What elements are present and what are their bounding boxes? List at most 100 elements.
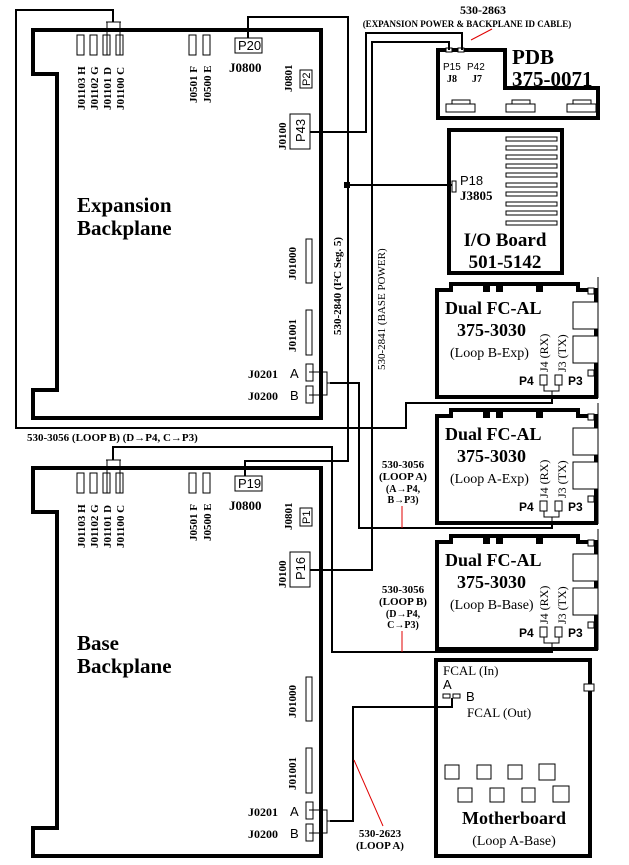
cable-loop-b-exp-label: 530-3056 (LOOP B) (D→P4, C→P3) xyxy=(27,432,198,444)
port-b-label: B xyxy=(466,689,475,704)
connector-e xyxy=(202,472,211,494)
fcal-loop: (Loop A-Exp) xyxy=(450,472,529,487)
port-connector xyxy=(572,301,599,330)
pdb-power-connector xyxy=(505,99,536,113)
fcal-loop: (Loop B-Base) xyxy=(450,598,534,613)
fcal-part: 375-3030 xyxy=(457,320,526,340)
backplane-title: Base xyxy=(77,631,119,655)
power-plug-label: P20 xyxy=(238,38,261,53)
port-a-label: A xyxy=(290,366,299,381)
p3-connector xyxy=(554,500,563,512)
motherboard: FCAL (In) A B FCAL (Out) Motherboard (Lo… xyxy=(434,658,595,858)
fcal-connectors: J01103 H J01102 G J01101 D J01100 C J050… xyxy=(76,34,214,110)
cable-loop-b-base-map: (D→P4, xyxy=(386,609,421,620)
connector-label: J0501 F xyxy=(188,66,200,103)
p18-connector xyxy=(451,180,457,193)
connector-label: J0500 E xyxy=(202,503,214,541)
fcal-outline xyxy=(435,408,598,525)
p4-label: P4 xyxy=(519,626,534,640)
backplane-outline xyxy=(31,28,323,420)
port-a-label: A xyxy=(290,804,299,819)
connector-label: J01100 C xyxy=(115,67,127,110)
id-plug xyxy=(299,69,313,89)
p18-label: P18 xyxy=(460,173,483,188)
connector-label: J01102 G xyxy=(89,504,101,548)
fcal-board-b-exp: Dual FC-AL 375-3030 (Loop B-Exp) J4 (RX)… xyxy=(435,277,599,399)
id-plug-label: P2 xyxy=(301,73,313,86)
j0100-label: J0100 xyxy=(277,560,289,588)
pdb-board: P15 P42 J8 J7 PDB 375-0071 xyxy=(436,45,600,120)
port-b-label: B xyxy=(290,388,299,403)
power-jack-label: J0800 xyxy=(229,60,262,75)
p4-connector xyxy=(539,626,548,638)
pdb-part: 375-0071 xyxy=(512,67,593,91)
cable-2623-part: 530-2623 xyxy=(359,828,402,840)
connector-label: J01100 C xyxy=(115,505,127,548)
motherboard-title: Motherboard xyxy=(462,808,566,828)
fcal-title: Dual FC-AL xyxy=(445,298,542,318)
p3-label: P3 xyxy=(568,374,583,388)
motherboard-components xyxy=(444,763,570,803)
port-connector xyxy=(572,553,599,582)
fcal-part: 375-3030 xyxy=(457,446,526,466)
base-backplane: Base Backplane J01103 H J01102 G J01101 … xyxy=(31,459,330,858)
j01000-label: J01000 xyxy=(287,685,299,719)
cable-loop-b-base-map: C→P3) xyxy=(387,620,419,631)
fcal-title: Dual FC-AL xyxy=(445,550,542,570)
fcal-loop: (Loop B-Exp) xyxy=(450,346,529,361)
j01000-label: J01000 xyxy=(287,247,299,281)
j01001-label: J01001 xyxy=(287,319,299,352)
j0100-label: J0100 xyxy=(277,122,289,150)
main-power-plug-label: P43 xyxy=(293,119,308,142)
motherboard-outline xyxy=(434,658,592,858)
port-connector xyxy=(572,335,599,364)
port-connector xyxy=(572,587,599,616)
fcal-board-a-exp: Dual FC-AL 375-3030 (Loop A-Exp) J4 (RX)… xyxy=(435,403,599,525)
fcal-a-connector xyxy=(442,693,451,699)
j01001-connector xyxy=(305,309,313,356)
fcal-outline xyxy=(435,534,598,651)
connector-label: J01103 H xyxy=(76,66,88,110)
pdb-title: PDB xyxy=(512,45,554,69)
j0801-label: J0801 xyxy=(283,503,295,531)
cable-2840-i2c xyxy=(244,16,349,476)
j0801-label: J0801 xyxy=(283,65,295,93)
a-b-bracket xyxy=(309,371,330,396)
p42-label: P42 xyxy=(467,62,485,73)
connector-g xyxy=(89,472,98,494)
cable-2841-label: 530-2841 (BASE POWER) xyxy=(376,248,388,370)
io-board-outline xyxy=(447,128,564,275)
id-plug-label: P1 xyxy=(301,511,313,524)
fcal-board-b-base: Dual FC-AL 375-3030 (Loop B-Base) J4 (RX… xyxy=(435,529,599,651)
j01000-connector xyxy=(305,676,313,722)
p4-label: P4 xyxy=(519,500,534,514)
cable-loop-a-exp-loop: (LOOP A) xyxy=(379,471,427,483)
io-slots xyxy=(505,136,558,226)
connector-label: J0501 F xyxy=(188,504,200,541)
connector-h xyxy=(76,34,85,56)
fcal-connectors: J01103 H J01102 G J01101 D J01100 C J050… xyxy=(76,472,214,548)
cable-loop-b-base-loop: (LOOP B) xyxy=(379,596,427,608)
j3-label: J3 (TX) xyxy=(555,586,569,624)
p4-connector xyxy=(539,500,548,512)
pdb-outline xyxy=(436,48,600,120)
j0201-label: J0201 xyxy=(248,367,278,381)
p3-label: P3 xyxy=(568,500,583,514)
id-plug xyxy=(299,507,313,527)
backplane-title: Backplane xyxy=(77,654,172,678)
a-b-bracket xyxy=(309,809,330,834)
cable-2623-loop: (LOOP A) xyxy=(356,840,404,852)
fcal-b-connector xyxy=(452,693,461,699)
motherboard-loop: (Loop A-Base) xyxy=(472,834,556,849)
expansion-backplane: Expansion Backplane J01103 H J01102 G J0… xyxy=(31,21,330,420)
p4-connector xyxy=(539,374,548,386)
p3-connector xyxy=(554,374,563,386)
cable-loop-b-base-part: 530-3056 xyxy=(382,584,425,596)
cable-3056-loop-b-base xyxy=(112,446,553,653)
io-board-title: I/O Board xyxy=(464,230,547,251)
p4-label: P4 xyxy=(519,374,534,388)
connector-g xyxy=(89,34,98,56)
port-a-label: A xyxy=(443,677,452,692)
cable-3056-loop-b-exp xyxy=(15,9,553,429)
